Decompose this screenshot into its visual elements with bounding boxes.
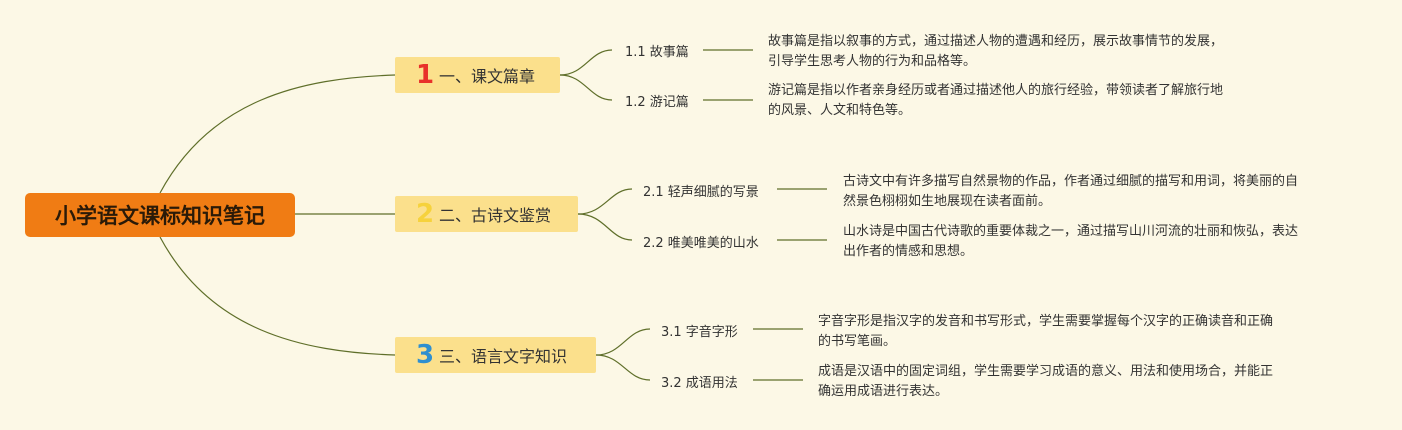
description-line: 的书写笔画。 — [818, 334, 897, 349]
branch-3[interactable]: 3 三、语言文字知识 — [395, 337, 596, 373]
subtopic-2-1[interactable]: 2.1 轻声细腻的写景 — [643, 185, 759, 200]
subtopic-2-2[interactable]: 2.2 唯美唯美的山水 — [643, 236, 759, 251]
number-1-icon: 1 — [415, 60, 435, 90]
branch-3-to-sub-1 — [595, 328, 651, 356]
subtopic-3-2[interactable]: 3.2 成语用法 — [661, 376, 738, 391]
branch-3-to-sub-2 — [595, 354, 651, 381]
description-line: 成语是汉语中的固定词组，学生需要学习成语的意义、用法和使用场合，并能正 — [818, 364, 1274, 379]
subtopic-1-1[interactable]: 1.1 故事篇 — [625, 45, 689, 60]
branch-1-to-sub-1 — [559, 49, 613, 76]
branch-1[interactable]: 1 一、课文篇章 — [395, 57, 560, 93]
description-2-1: 古诗文中有许多描写自然景物的作品，作者通过细腻的描写和用词，将美丽的自 然景色栩… — [843, 172, 1298, 212]
root-topic[interactable]: 小学语文课标知识笔记 — [25, 193, 295, 237]
root-to-branch-3 — [159, 236, 396, 356]
description-3-1: 字音字形是指汉字的发音和书写形式，学生需要掌握每个汉字的正确读音和正确 的书写笔… — [818, 312, 1273, 352]
branch-2[interactable]: 2 二、古诗文鉴赏 — [395, 196, 578, 232]
description-line: 然景色栩栩如生地展现在读者面前。 — [843, 194, 1052, 209]
branch-2-to-sub-2 — [577, 213, 633, 241]
subtopic-3-1[interactable]: 3.1 字音字形 — [661, 325, 738, 340]
description-line: 故事篇是指以叙事的方式，通过描述人物的遭遇和经历，展示故事情节的发展， — [768, 34, 1224, 49]
branch-2-to-sub-1 — [577, 188, 633, 215]
description-line: 山水诗是中国古代诗歌的重要体裁之一，通过描写山川河流的壮丽和恢弘，表达 — [843, 224, 1299, 239]
description-line: 古诗文中有许多描写自然景物的作品，作者通过细腻的描写和用词，将美丽的自 — [843, 174, 1299, 189]
description-3-2: 成语是汉语中的固定词组，学生需要学习成语的意义、用法和使用场合，并能正 确运用成… — [818, 362, 1273, 402]
number-3-icon: 3 — [415, 340, 435, 370]
branch-1-label: 一、课文篇章 — [439, 67, 536, 86]
description-line: 游记篇是指以作者亲身经历或者通过描述他人的旅行经验，带领读者了解旅行地 — [768, 83, 1224, 98]
branch-3-label: 三、语言文字知识 — [439, 347, 568, 366]
description-line: 的风景、人文和特色等。 — [768, 103, 912, 118]
root-title: 小学语文课标知识笔记 — [55, 204, 265, 228]
description-line: 字音字形是指汉字的发音和书写形式，学生需要掌握每个汉字的正确读音和正确 — [818, 314, 1274, 329]
number-2-icon: 2 — [415, 199, 435, 229]
description-line: 确运用成语进行表达。 — [818, 384, 949, 399]
root-to-branch-1 — [159, 74, 396, 194]
subtopic-1-2[interactable]: 1.2 游记篇 — [625, 95, 689, 110]
description-1-1: 故事篇是指以叙事的方式，通过描述人物的遭遇和经历，展示故事情节的发展， 引导学生… — [768, 32, 1223, 72]
branch-2-label: 二、古诗文鉴赏 — [439, 206, 552, 225]
branch-1-to-sub-2 — [559, 74, 613, 101]
description-2-2: 山水诗是中国古代诗歌的重要体裁之一，通过描写山川河流的壮丽和恢弘，表达 出作者的… — [843, 222, 1298, 262]
description-line: 出作者的情感和思想。 — [843, 244, 974, 259]
description-line: 引导学生思考人物的行为和品格等。 — [768, 54, 977, 69]
description-1-2: 游记篇是指以作者亲身经历或者通过描述他人的旅行经验，带领读者了解旅行地 的风景、… — [768, 81, 1223, 121]
